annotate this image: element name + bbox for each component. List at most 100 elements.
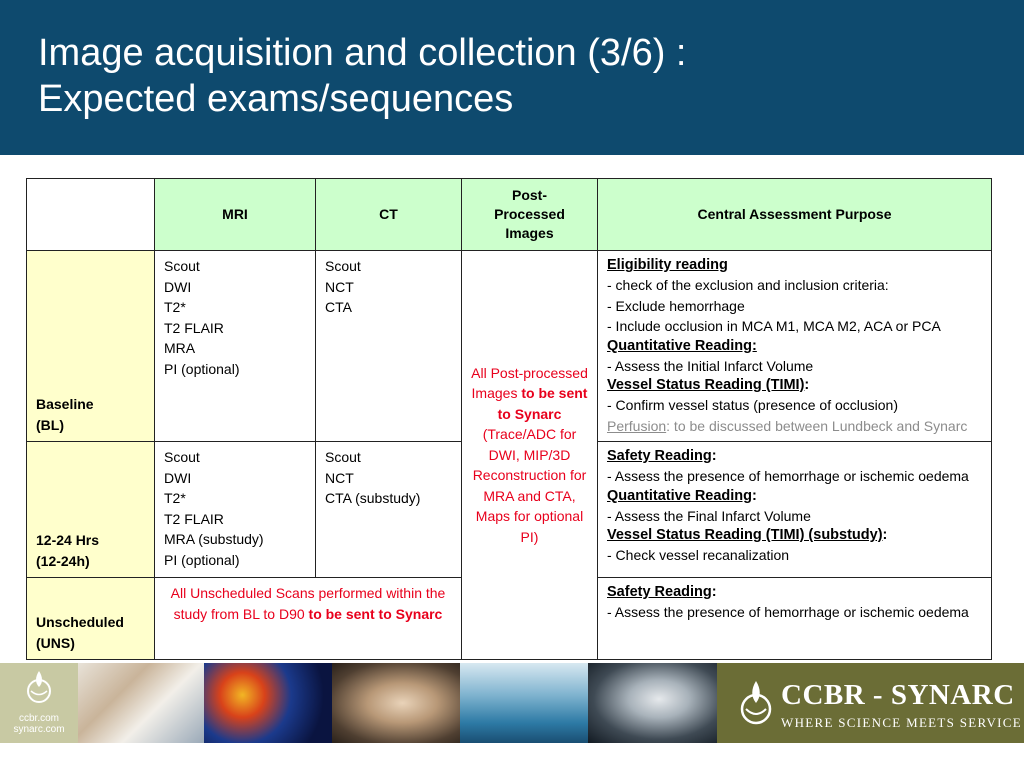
purpose-heading-text: Safety Reading bbox=[607, 584, 712, 600]
title-line-2: Expected exams/sequences bbox=[38, 78, 514, 120]
header-ct: CT bbox=[315, 178, 462, 251]
photo-face bbox=[332, 663, 460, 743]
purpose-12-24h: Safety Reading: - Assess the presence of… bbox=[597, 441, 992, 578]
exams-table: MRI CT Post- Processed Images Central As… bbox=[26, 178, 992, 660]
purpose-line: - Assess the presence of hemorrhage or i… bbox=[607, 468, 969, 484]
synarc-globe-icon bbox=[740, 681, 772, 725]
purpose-heading-text: Vessel Status Reading (TIMI) bbox=[607, 377, 805, 393]
purpose-heading-text: Quantitative Reading bbox=[607, 487, 753, 504]
url-ccbr: ccbr.com bbox=[18, 713, 59, 724]
header-blank bbox=[26, 178, 155, 251]
header-mri: MRI bbox=[154, 178, 316, 251]
row-label-line: Baseline bbox=[36, 396, 94, 412]
header-purpose: Central Assessment Purpose bbox=[597, 178, 992, 251]
table-row: 12-24 Hrs (12-24h) Scout DWI T2* T2 FLAI… bbox=[26, 441, 992, 578]
header-post-line-3: Images bbox=[505, 225, 554, 241]
photo-doctor-patient bbox=[78, 663, 204, 743]
purpose-line: - Assess the Initial Infarct Volume bbox=[607, 357, 814, 374]
photo-hand-xray bbox=[588, 663, 717, 743]
purpose-heading: Quantitative Reading: bbox=[607, 337, 982, 356]
list-item: NCT bbox=[325, 278, 354, 295]
photo-lab-glassware bbox=[460, 663, 588, 743]
list-item: PI (optional) bbox=[164, 551, 240, 568]
purpose-heading-suffix: : bbox=[711, 448, 717, 464]
header-post-processed: Post- Processed Images bbox=[461, 178, 598, 251]
purpose-heading-text: Quantitative Reading: bbox=[607, 337, 757, 354]
ct-12-24h: Scout NCT CTA (substudy) bbox=[315, 441, 462, 578]
purpose-heading-suffix: : bbox=[711, 584, 717, 600]
header-post-line-2: Processed bbox=[494, 206, 565, 222]
unscheduled-text: All Unscheduled Scans performed within t… bbox=[170, 585, 446, 622]
footer-banner: ccbr.com synarc.com CCBR - SYNARC WHERE … bbox=[0, 663, 1024, 743]
row-label-line: 12-24 Hrs bbox=[36, 532, 100, 548]
table-row: Unscheduled (UNS) All Unscheduled Scans … bbox=[26, 577, 992, 660]
row-label-12-24h: 12-24 Hrs (12-24h) bbox=[26, 441, 155, 578]
table-row: Baseline (BL) Scout DWI T2* T2 FLAIR MRA… bbox=[26, 250, 992, 660]
purpose-line: - Assess the presence of hemorrhage or i… bbox=[607, 604, 969, 620]
brand-name: CCBR - SYNARC bbox=[781, 679, 1015, 711]
ct-baseline: Scout NCT CTA bbox=[315, 250, 462, 442]
purpose-heading: Eligibility reading bbox=[607, 256, 982, 275]
list-item: T2 FLAIR bbox=[164, 510, 224, 527]
purpose-heading: Vessel Status Reading (TIMI) (substudy): bbox=[607, 526, 982, 545]
slide-title: Image acquisition and collection (3/6) :… bbox=[38, 30, 998, 122]
title-line-1: Image acquisition and collection (3/6) : bbox=[38, 32, 687, 74]
list-item: NCT bbox=[325, 469, 354, 486]
photo-brain-scan bbox=[204, 663, 332, 743]
purpose-heading: Vessel Status Reading (TIMI): bbox=[607, 376, 982, 395]
purpose-line: - check of the exclusion and inclusion c… bbox=[607, 277, 889, 293]
purpose-line: - Assess the Final Infarct Volume bbox=[607, 507, 811, 524]
row-label-line: (UNS) bbox=[36, 634, 75, 651]
url-synarc: synarc.com bbox=[13, 724, 65, 735]
list-item: Scout bbox=[325, 258, 361, 274]
list-item: DWI bbox=[164, 469, 192, 486]
purpose-heading-text: Eligibility reading bbox=[607, 257, 728, 273]
perfusion-text: : to be discussed between Lundbeck and S… bbox=[666, 417, 968, 434]
row-label-baseline: Baseline (BL) bbox=[26, 250, 155, 442]
purpose-heading-text: Vessel Status Reading (TIMI) (substudy) bbox=[607, 527, 883, 543]
purpose-line: - Include occlusion in MCA M1, MCA M2, A… bbox=[607, 318, 941, 334]
purpose-heading-suffix: : bbox=[804, 377, 810, 393]
purpose-heading: Safety Reading: bbox=[607, 447, 982, 466]
unscheduled-bold: to be sent to Synarc bbox=[308, 605, 443, 622]
row-label-line: (BL) bbox=[36, 416, 64, 433]
footer-urls: ccbr.com synarc.com bbox=[0, 713, 78, 735]
list-item: T2* bbox=[164, 299, 186, 315]
purpose-heading-suffix: : bbox=[882, 527, 888, 543]
purpose-heading: Quantitative Reading: bbox=[607, 487, 982, 506]
purpose-heading-text: Safety Reading bbox=[607, 448, 712, 464]
purpose-heading-suffix: : bbox=[752, 487, 757, 504]
row-label-line: (12-24h) bbox=[36, 552, 90, 569]
post-processed-detail: (Trace/ADC for DWI, MIP/3D Reconstructio… bbox=[472, 426, 587, 545]
unscheduled-scans-cell: All Unscheduled Scans performed within t… bbox=[154, 577, 462, 660]
purpose-heading: Safety Reading: bbox=[607, 583, 982, 602]
post-processed-text: All Post-processed Images bbox=[471, 364, 588, 402]
list-item: PI (optional) bbox=[164, 360, 240, 377]
purpose-line: - Exclude hemorrhage bbox=[607, 297, 745, 314]
footer-logo-panel: ccbr.com synarc.com bbox=[0, 663, 78, 743]
mri-baseline: Scout DWI T2* T2 FLAIR MRA PI (optional) bbox=[154, 250, 316, 442]
list-item: T2 FLAIR bbox=[164, 319, 224, 336]
purpose-line: - Check vessel recanalization bbox=[607, 547, 790, 563]
list-item: DWI bbox=[164, 278, 192, 295]
row-label-line: Unscheduled bbox=[36, 614, 124, 630]
row-label-unscheduled: Unscheduled (UNS) bbox=[26, 577, 155, 660]
list-item: T2* bbox=[164, 490, 186, 506]
list-item: MRA bbox=[164, 340, 196, 356]
list-item: Scout bbox=[325, 449, 361, 465]
list-item: Scout bbox=[164, 258, 200, 274]
table-header-row: MRI CT Post- Processed Images Central As… bbox=[26, 178, 992, 251]
footer-brand-panel: CCBR - SYNARC WHERE SCIENCE MEETS SERVIC… bbox=[717, 663, 1024, 743]
brand-tagline: WHERE SCIENCE MEETS SERVICE bbox=[781, 715, 1022, 730]
list-item: CTA bbox=[325, 299, 352, 315]
purpose-baseline: Eligibility reading - check of the exclu… bbox=[597, 250, 992, 442]
list-item: Scout bbox=[164, 449, 200, 465]
list-item: MRA (substudy) bbox=[164, 531, 264, 547]
mri-12-24h: Scout DWI T2* T2 FLAIR MRA (substudy) PI… bbox=[154, 441, 316, 578]
perfusion-label: Perfusion bbox=[607, 417, 667, 434]
perfusion-note: Perfusion: to be discussed between Lundb… bbox=[607, 416, 982, 437]
post-processed-cell: All Post-processed Images to be sent to … bbox=[461, 250, 598, 660]
globe-logo-icon bbox=[27, 671, 51, 703]
purpose-line: - Confirm vessel status (presence of occ… bbox=[607, 397, 898, 413]
purpose-unscheduled: Safety Reading: - Assess the presence of… bbox=[597, 577, 992, 660]
